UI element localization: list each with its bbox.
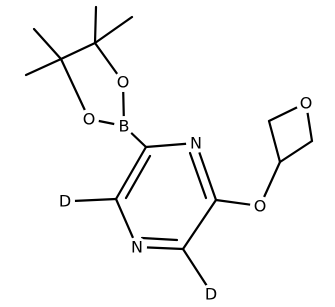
dioxaborolane-oxygen-left-bg (79, 109, 99, 129)
oxetane-oxygen-bg (296, 93, 316, 113)
deuterium-left-bg (55, 191, 75, 211)
bond-layer (24, 5, 314, 288)
bond-c2-methyl-top (93, 5, 98, 45)
bond-pyr-n-top-c2 (194, 141, 218, 202)
bond-pyr-n-top-c2-inner (188, 151, 208, 200)
pyrazine-nitrogen-top: N (190, 134, 202, 153)
pyrazine-nitrogen-top-bg (186, 133, 206, 153)
ether-oxygen: O (254, 197, 267, 216)
boron-atom: B (119, 117, 130, 136)
bond-c2-methyl-right (93, 15, 134, 45)
deuterium-right-bg (201, 284, 221, 304)
bond-c1-methyl-top (32, 27, 63, 61)
bond-oxetane-c-bottom (278, 139, 314, 164)
dioxaborolane-oxygen-top: O (117, 73, 130, 92)
bond-pyr-c3-n-bottom-inner (140, 236, 179, 242)
bond-c1-methyl-left (24, 57, 63, 77)
bond-pyr-c4-c1 (114, 145, 148, 201)
oxetane-oxygen: O (300, 94, 313, 113)
bond-c1-c2 (59, 41, 97, 61)
bond-pyr-c4-c1-inner (124, 154, 152, 200)
pyrazine-nitrogen-bottom-bg (127, 237, 147, 257)
bond-oxetane-c-left (267, 119, 282, 164)
bond-o-left-c1 (59, 57, 91, 121)
deuterium-left: D (59, 192, 71, 211)
dioxaborolane-oxygen-top-bg (113, 72, 133, 92)
atom-layer: O O B N N O O D D (55, 72, 316, 304)
bond-c3-deuterium-right (181, 247, 209, 288)
dioxaborolane-oxygen-left: O (83, 110, 96, 129)
bond-pyr-c2-c3 (181, 198, 218, 251)
deuterium-right: D (205, 285, 217, 304)
boron-atom-bg (114, 116, 134, 136)
bond-c4-deuterium-left (71, 197, 118, 203)
ether-oxygen-bg (250, 196, 270, 216)
pyrazine-nitrogen-bottom: N (131, 238, 143, 257)
